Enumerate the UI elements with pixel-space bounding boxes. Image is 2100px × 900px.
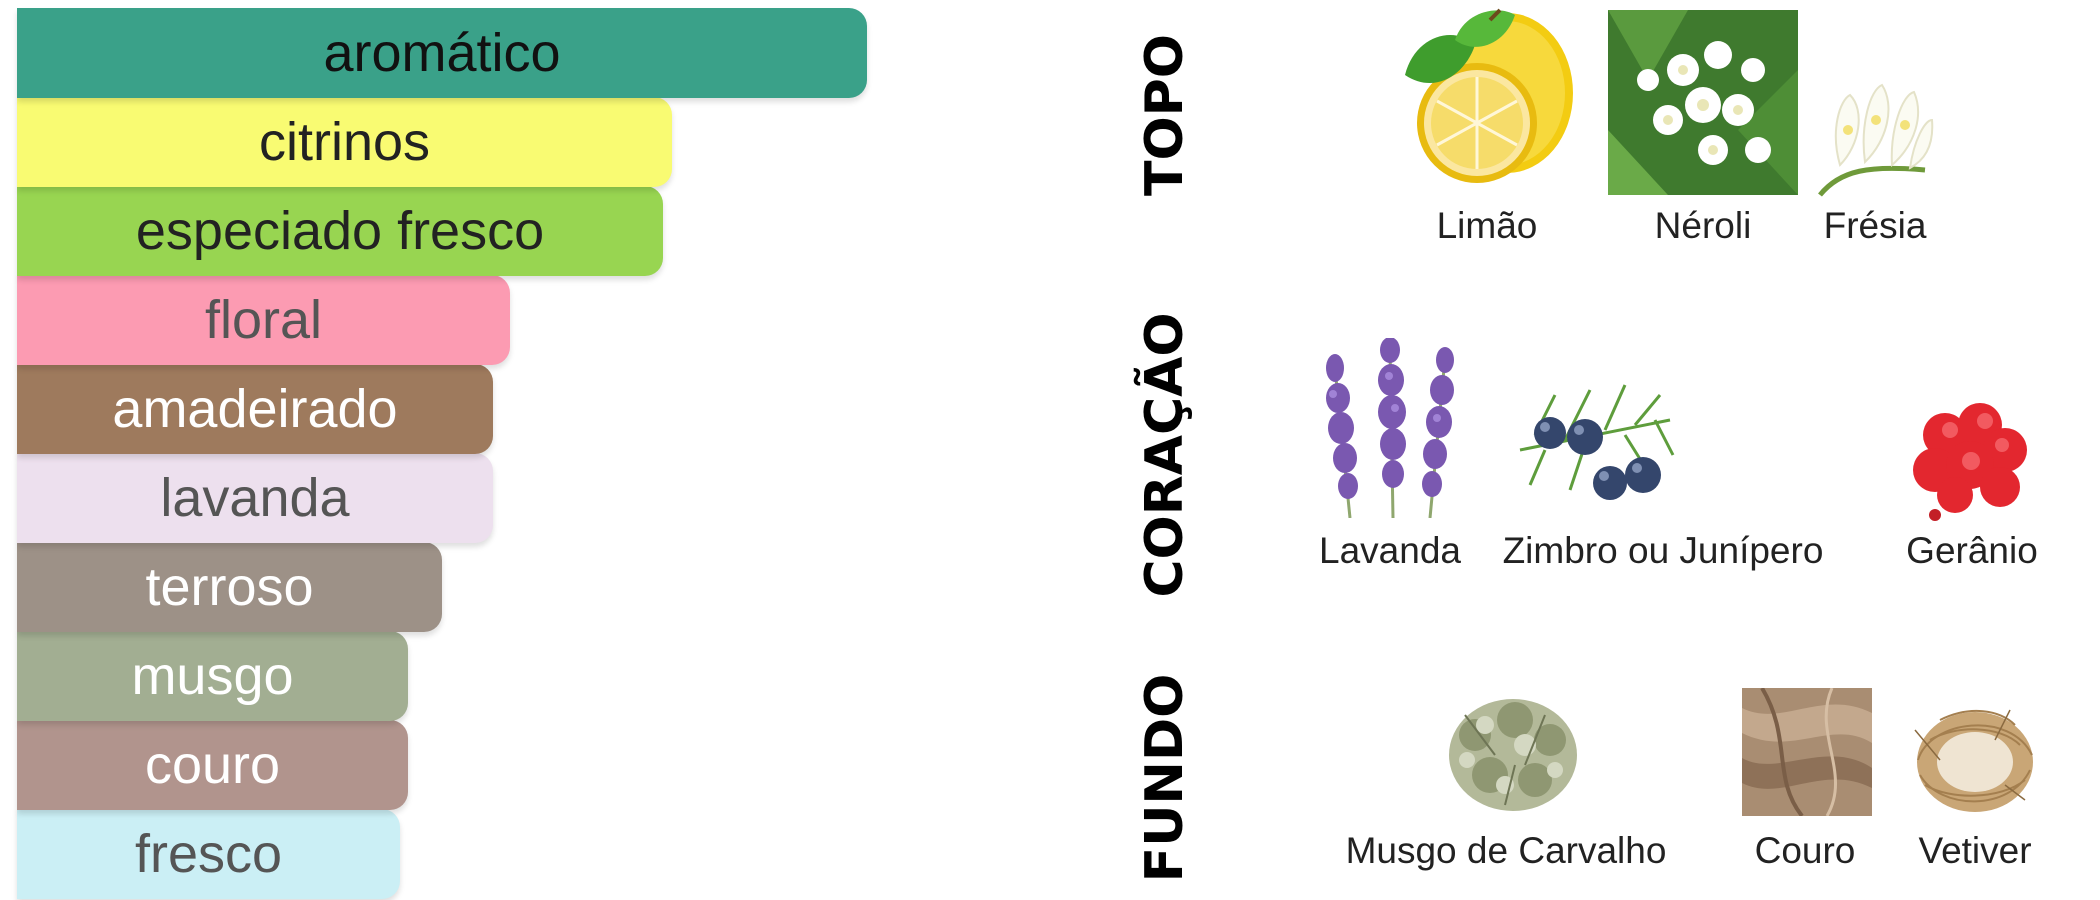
note-label-geranio: Gerânio (1906, 530, 2038, 571)
accord-label-4: amadeirado (112, 379, 398, 439)
accord-label-9: fresco (134, 824, 283, 884)
lavender-icon (1326, 338, 1454, 518)
tier-title-coracao: CORAÇÃO (1135, 312, 1195, 598)
accord-label-5: lavanda (160, 468, 350, 528)
accord-bar-9: fresco (17, 809, 400, 899)
accord-bar-2: especiado fresco (17, 186, 663, 276)
juniper-berries-icon (1519, 384, 1675, 500)
geranium-flower-icon (1913, 403, 2027, 521)
vetiver-icon (1914, 709, 2033, 812)
accord-bar-7: musgo (17, 631, 408, 721)
accord-bar-3: floral (17, 275, 510, 365)
freesia-flower-icon (1818, 83, 1934, 197)
accord-bar-5: lavanda (17, 453, 493, 543)
accord-bar-4: amadeirado (17, 364, 493, 454)
note-label-vetiver: Vetiver (1918, 830, 2032, 871)
note-label-limao: Limão (1436, 205, 1538, 246)
accord-label-8: couro (144, 735, 281, 795)
note-label-lavanda: Lavanda (1319, 530, 1461, 571)
note-label-couro: Couro (1754, 830, 1856, 871)
accord-chart: fresco couro musgo terroso lavanda amadeirado… (0, 0, 900, 900)
accord-bar-6: terroso (17, 542, 442, 632)
accord-label-2: especiado fresco (135, 201, 545, 261)
note-label-fresia: Frésia (1823, 205, 1927, 246)
note-label-neroli: Néroli (1654, 205, 1752, 246)
note-label-zimbro: Zimbro ou Junípero (1502, 530, 1824, 571)
lemon-icon (1405, 8, 1573, 183)
tier-title-fundo: FUNDO (1135, 673, 1195, 883)
tier-title-topo: TOPO (1135, 34, 1195, 196)
accord-label-6: terroso (145, 557, 314, 617)
accord-label-7: musgo (131, 646, 294, 706)
accord-label-3: floral (204, 290, 323, 350)
accord-label-1: citrinos (258, 112, 431, 172)
neroli-flower-icon (1608, 10, 1798, 195)
accord-bar-0: aromático (17, 8, 867, 98)
accord-label-0: aromático (323, 23, 561, 83)
oakmoss-icon (1449, 699, 1577, 811)
note-label-musgo-carvalho: Musgo de Carvalho (1345, 830, 1667, 871)
leather-icon (1742, 688, 1872, 816)
accord-bar-1: citrinos (17, 97, 672, 187)
accord-bar-8: couro (17, 720, 408, 810)
